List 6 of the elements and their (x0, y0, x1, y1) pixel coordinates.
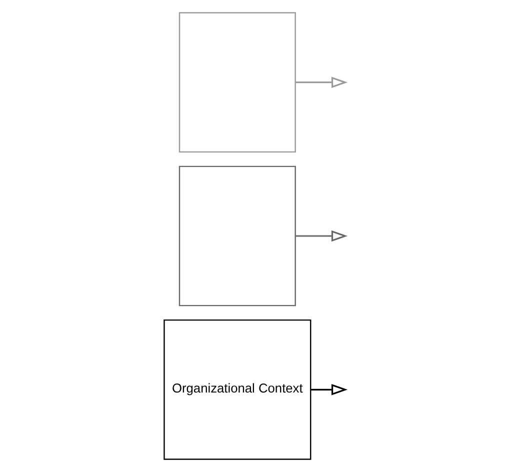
arrow (295, 76, 348, 88)
arrow (310, 384, 348, 395)
node-box (178, 165, 296, 306)
node-box: Organizational Context (164, 318, 312, 460)
node-box (178, 12, 296, 152)
arrow (295, 230, 348, 242)
